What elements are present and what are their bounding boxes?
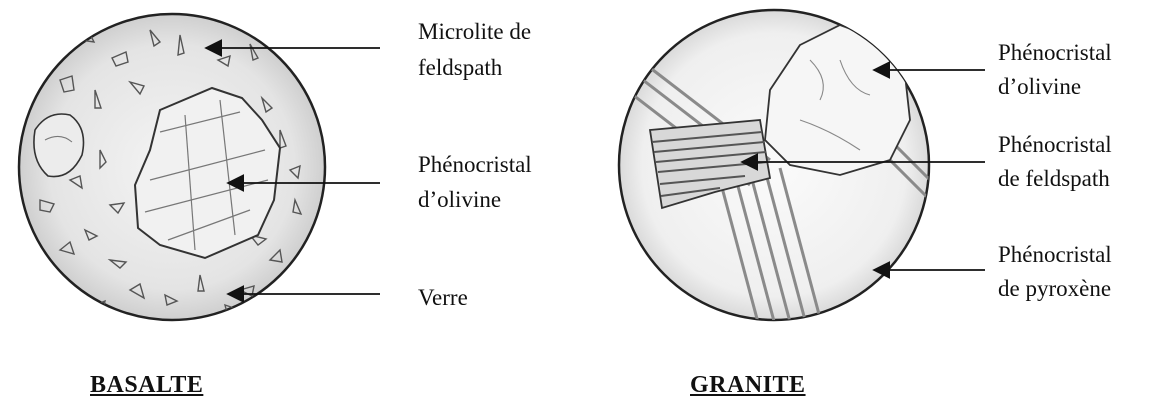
basalte-title: BASALTE (90, 372, 203, 399)
label-verre: Verre (418, 283, 468, 313)
basalte-section (19, 14, 325, 320)
granite-section (619, 10, 935, 330)
label-granite-pyroxene-line1: Phénocristal (998, 240, 1112, 270)
granite-title: GRANITE (690, 372, 806, 399)
label-basalte-olivine-line2: d’olivine (418, 185, 501, 215)
label-granite-olivine-line2: d’olivine (998, 72, 1081, 102)
label-microlite-line2: feldspath (418, 53, 502, 83)
label-microlite-line1: Microlite de (418, 17, 531, 47)
label-granite-olivine-line1: Phénocristal (998, 38, 1112, 68)
label-basalte-olivine-line1: Phénocristal (418, 150, 532, 180)
label-granite-pyroxene-line2: de pyroxène (998, 274, 1111, 304)
label-granite-feldspath-line2: de feldspath (998, 164, 1110, 194)
label-granite-feldspath-line1: Phénocristal (998, 130, 1112, 160)
